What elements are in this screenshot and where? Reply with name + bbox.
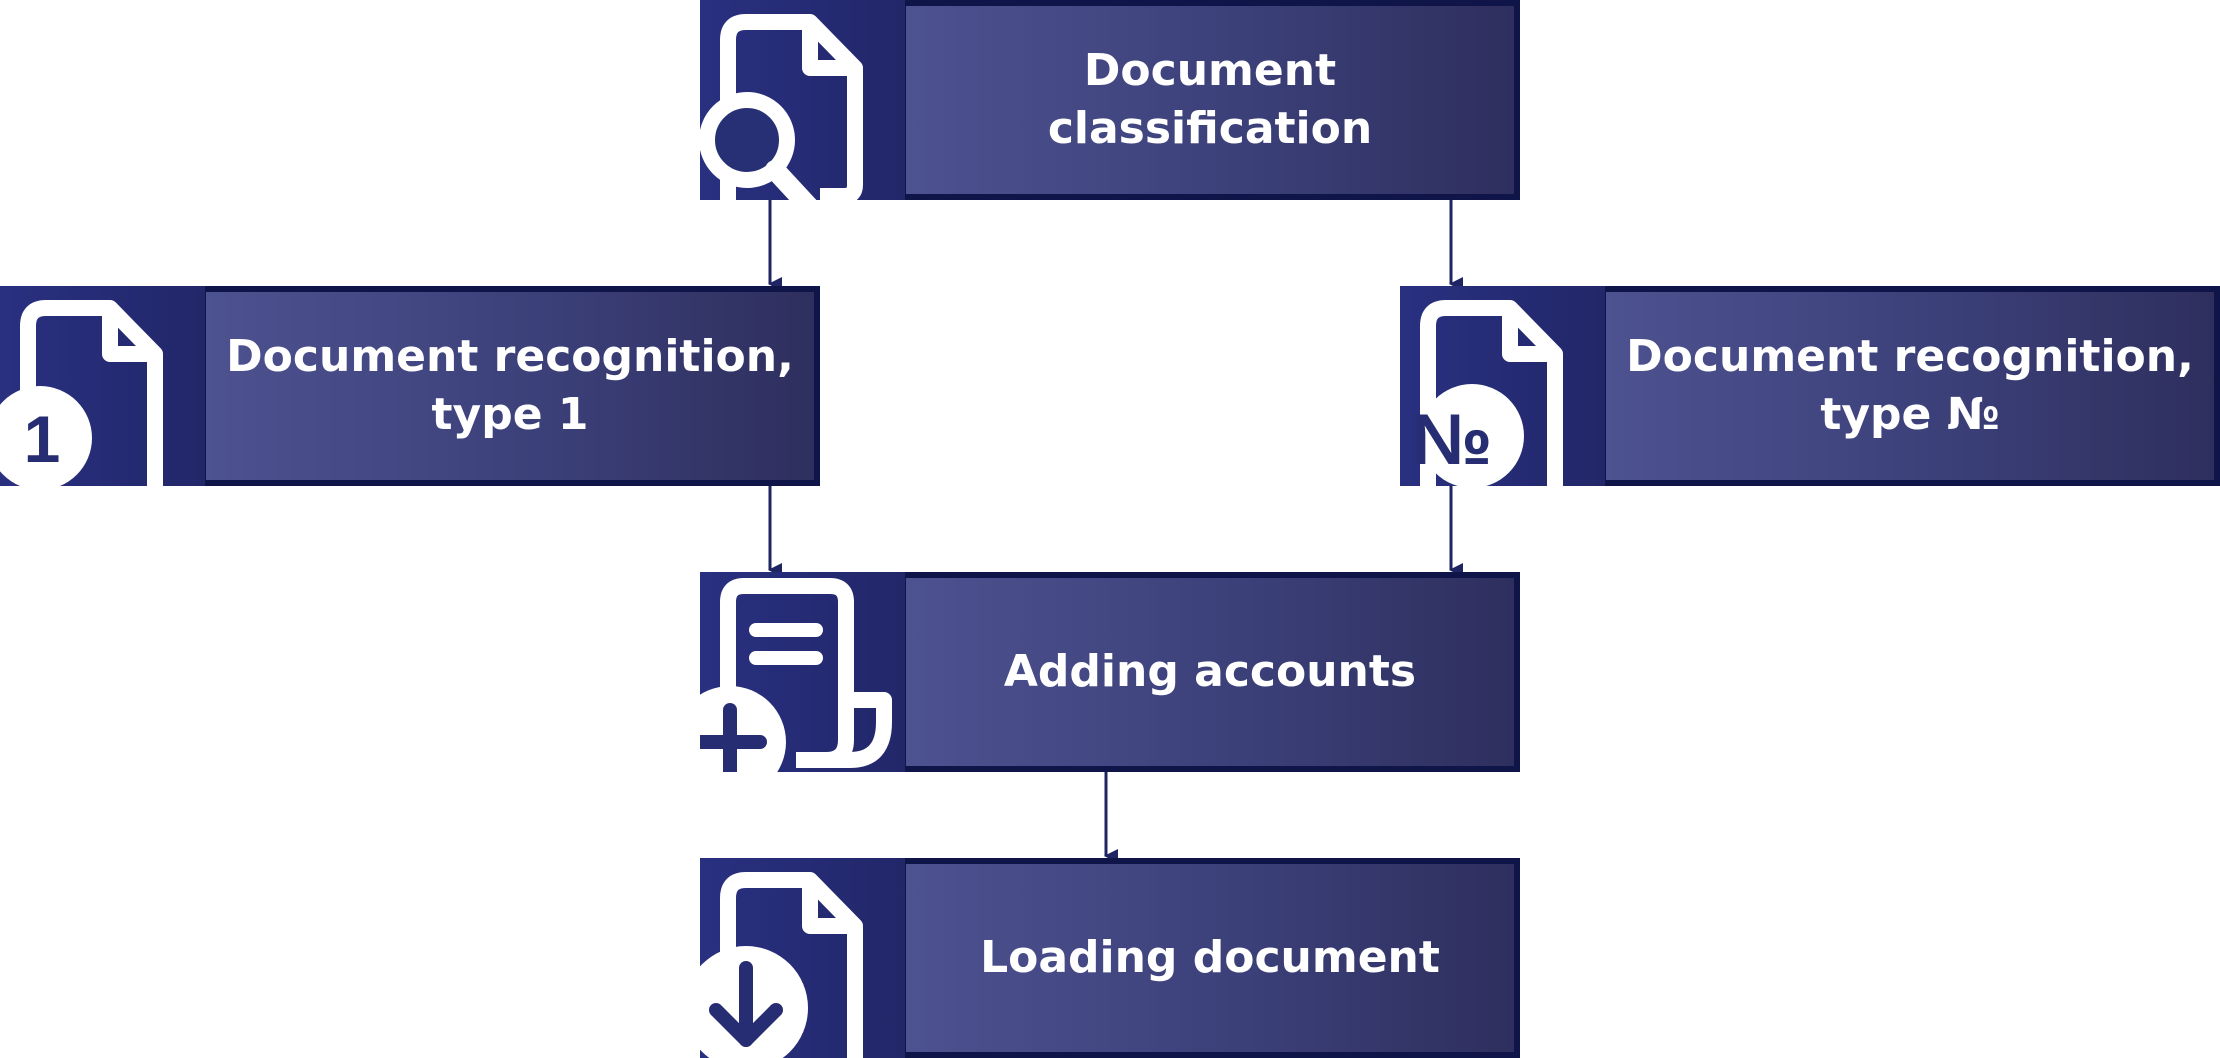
icon-panel: 1	[0, 286, 205, 486]
document-add-icon	[700, 578, 892, 772]
node-loading-document: Loading document	[700, 858, 1520, 1058]
node-label: Document recognition, type №	[1626, 331, 2194, 440]
badge-number: 1	[24, 402, 61, 476]
node-label: Adding accounts	[1003, 646, 1417, 697]
icon-panel: №	[1400, 286, 1605, 486]
document-download-icon	[700, 872, 863, 1058]
icon-panel	[700, 0, 905, 200]
label-panel: Adding accounts	[906, 578, 1514, 766]
document-number-one-icon: 1	[0, 300, 163, 486]
node-label: Document recognition, type 1	[226, 331, 794, 440]
node-document-classification: Document classification	[700, 0, 1520, 200]
node-document-recognition-type-1: 1 Document recognition, type 1	[0, 286, 820, 486]
label-panel: Document recognition, type №	[1606, 292, 2214, 480]
badge-numero: №	[1412, 400, 1492, 480]
label-panel: Document recognition, type 1	[206, 292, 814, 480]
node-label: Document classification	[1047, 45, 1373, 154]
label-panel: Document classification	[906, 6, 1514, 194]
label-panel: Loading document	[906, 864, 1514, 1052]
node-document-recognition-type-numero: № Document recognition, type №	[1400, 286, 2220, 486]
icon-panel	[700, 572, 905, 772]
node-adding-accounts: Adding accounts	[700, 572, 1520, 772]
node-label: Loading document	[980, 932, 1440, 983]
document-numero-icon: №	[1412, 300, 1563, 486]
document-search-icon	[700, 14, 863, 200]
icon-panel	[700, 858, 905, 1058]
